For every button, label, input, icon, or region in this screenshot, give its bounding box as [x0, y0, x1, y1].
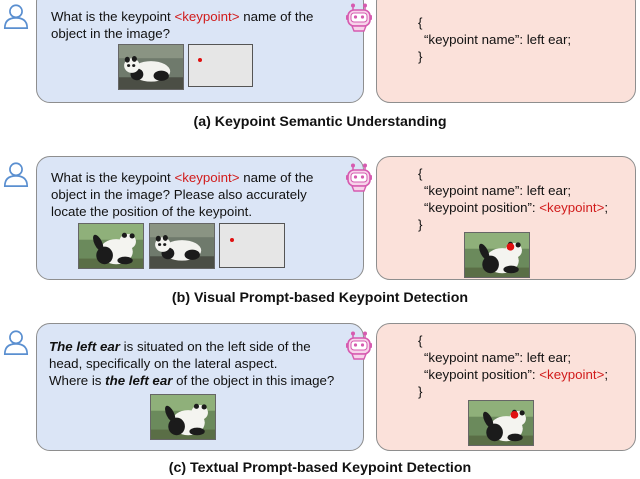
answer-bubble	[376, 0, 636, 103]
panda-image-reference	[78, 223, 144, 269]
panda-result-image	[464, 232, 530, 278]
user-icon	[2, 328, 30, 356]
answer-close: }	[418, 49, 423, 64]
caption-a: (a) Keypoint Semantic Understanding	[193, 114, 447, 130]
question-line-1: The left ear is situated on the left sid…	[49, 339, 311, 354]
answer-position: “keypoint position”: <keypoint>;	[424, 367, 609, 382]
panda-image	[150, 394, 216, 440]
answer-open: {	[418, 15, 423, 30]
blank-canvas	[188, 44, 253, 87]
question-line-3: locate the position of the keypoint.	[51, 204, 253, 219]
answer-open: {	[418, 166, 423, 181]
answer-close: }	[418, 217, 423, 232]
robot-icon	[343, 162, 375, 194]
question-line-2: object in the image? Please also accurat…	[51, 187, 307, 202]
panel-a: What is the keypoint <keypoint> name of …	[0, 0, 640, 140]
panda-result-image	[468, 400, 534, 446]
panel-b: What is the keypoint <keypoint> name of …	[0, 150, 640, 310]
panda-image	[118, 44, 184, 90]
question-line-1: What is the keypoint <keypoint> name of …	[51, 170, 314, 185]
caption-c: (c) Textual Prompt-based Keypoint Detect…	[168, 460, 472, 476]
caption-b: (b) Visual Prompt-based Keypoint Detecti…	[171, 290, 469, 306]
keypoint-marker	[198, 58, 202, 62]
answer-name: “keypoint name”: left ear;	[424, 183, 572, 198]
user-icon	[2, 160, 30, 188]
panda-image-prompt	[149, 223, 215, 269]
answer-name: “keypoint name”: left ear;	[424, 350, 572, 365]
keypoint-token: <keypoint>	[174, 9, 240, 24]
keypoint-token: <keypoint>	[539, 200, 605, 215]
bold-keypoint-term: the left ear	[105, 373, 173, 388]
keypoint-token: <keypoint>	[174, 170, 240, 185]
robot-icon	[343, 330, 375, 362]
user-icon	[2, 2, 30, 30]
question-line-2: object in the image?	[51, 26, 171, 41]
keypoint-marker	[230, 238, 234, 242]
question-line-3: Where is the left ear of the object in t…	[49, 373, 335, 388]
answer-open: {	[418, 333, 423, 348]
question-line-2: head, specifically on the lateral aspect…	[49, 356, 278, 371]
answer-name: “keypoint name”: left ear;	[424, 32, 572, 47]
robot-icon	[343, 2, 375, 34]
keypoint-token: <keypoint>	[539, 367, 605, 382]
answer-position: “keypoint position”: <keypoint>;	[424, 200, 609, 215]
blank-canvas	[219, 223, 285, 268]
answer-close: }	[418, 384, 423, 399]
question-line-1: What is the keypoint <keypoint> name of …	[51, 9, 314, 24]
bold-keypoint-term: The left ear	[49, 339, 120, 354]
panel-c: The left ear is situated on the left sid…	[0, 318, 640, 479]
